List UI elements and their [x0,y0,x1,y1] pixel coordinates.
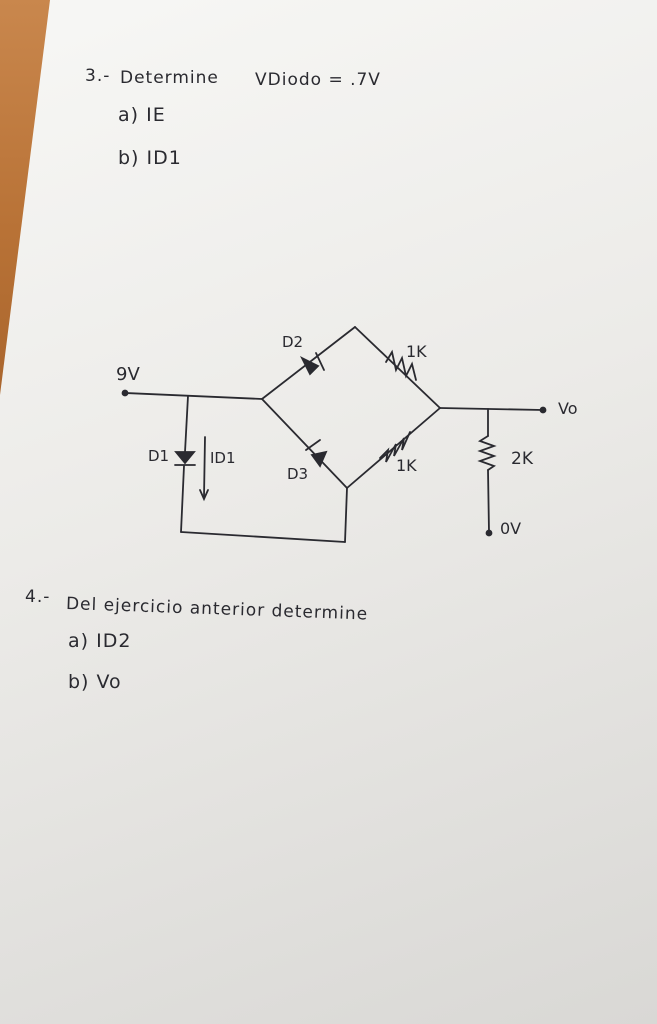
label-r-bottom: 1K [396,456,417,475]
d1-wire-bottom [180,465,185,533]
bottom-return-wire [180,531,346,543]
r-top-resistor [385,349,417,381]
d1-diode-symbol [174,451,196,466]
problem4-item-a: a) ID2 [68,630,132,652]
label-d1: D1 [148,447,170,465]
problem3-item-b: b) ID1 [118,147,182,169]
problem3-title: Determine [120,68,219,88]
output-terminal [539,406,547,414]
problem4-number: 4.- [25,587,51,607]
problem3-item-a: a) IE [118,104,166,126]
output-wire [439,407,544,411]
label-input-voltage: 9V [116,364,140,385]
label-output: Vo [558,399,578,418]
ground-terminal [485,529,493,537]
label-id1: ID1 [210,449,236,467]
d3-diode-symbol [305,439,328,468]
problem3-given: VDiodo = .7V [255,70,381,90]
id1-current-arrow [199,436,209,502]
problem4-item-b: b) Vo [68,671,122,693]
label-r-top: 1K [406,342,427,361]
d2-diode-symbol [299,352,325,376]
d3-wire [261,398,348,489]
d1-wire-top [184,395,189,453]
label-d3: D3 [287,465,309,483]
bottom-right-wire [344,487,348,543]
label-ground: 0V [500,519,522,538]
problem3-number: 3.- [85,66,111,86]
label-r-load: 2K [511,449,533,469]
input-wire [124,392,263,400]
label-d2: D2 [282,333,304,351]
r-bottom-resistor [379,431,411,463]
r-load-resistor [477,435,497,471]
load-wire-bottom [487,469,490,533]
